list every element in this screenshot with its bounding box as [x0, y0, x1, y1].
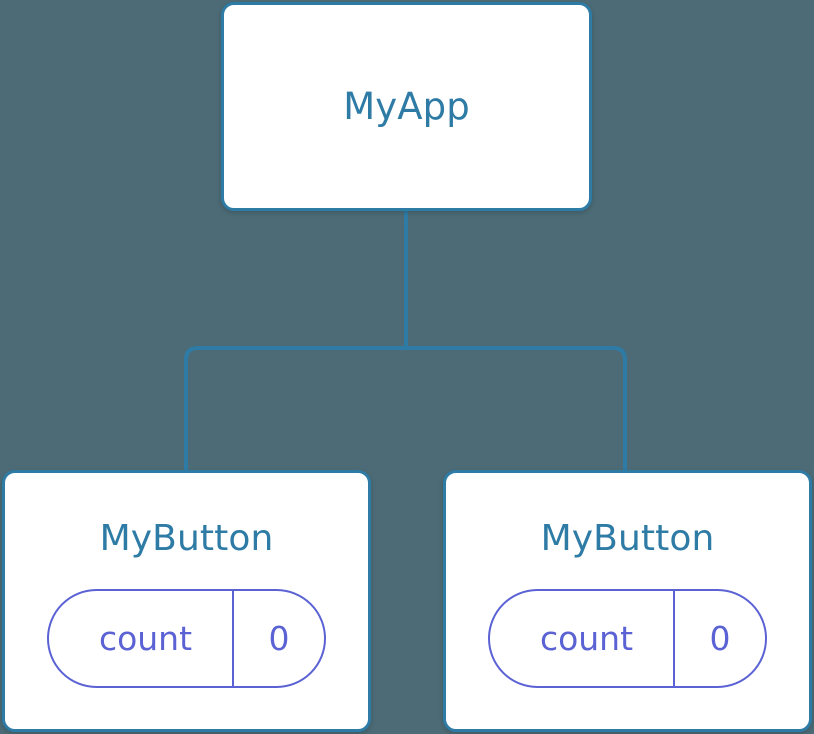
edge-root-to-child-left — [184, 346, 406, 472]
edge-root-to-child-right — [406, 346, 627, 472]
tree-node-myapp[interactable]: MyApp — [221, 2, 592, 211]
state-value-label: 0 — [673, 591, 765, 686]
node-title: MyApp — [343, 85, 470, 128]
node-title: MyButton — [540, 518, 715, 559]
state-key-label: count — [98, 619, 193, 658]
node-title: MyButton — [99, 518, 274, 559]
tree-node-mybutton-1[interactable]: MyButton count 0 — [2, 470, 371, 732]
state-value-label: 0 — [232, 591, 324, 686]
state-pill[interactable]: count 0 — [488, 589, 767, 688]
state-pill[interactable]: count 0 — [47, 589, 326, 688]
state-key-label: count — [539, 619, 634, 658]
tree-node-mybutton-2[interactable]: MyButton count 0 — [443, 470, 812, 732]
